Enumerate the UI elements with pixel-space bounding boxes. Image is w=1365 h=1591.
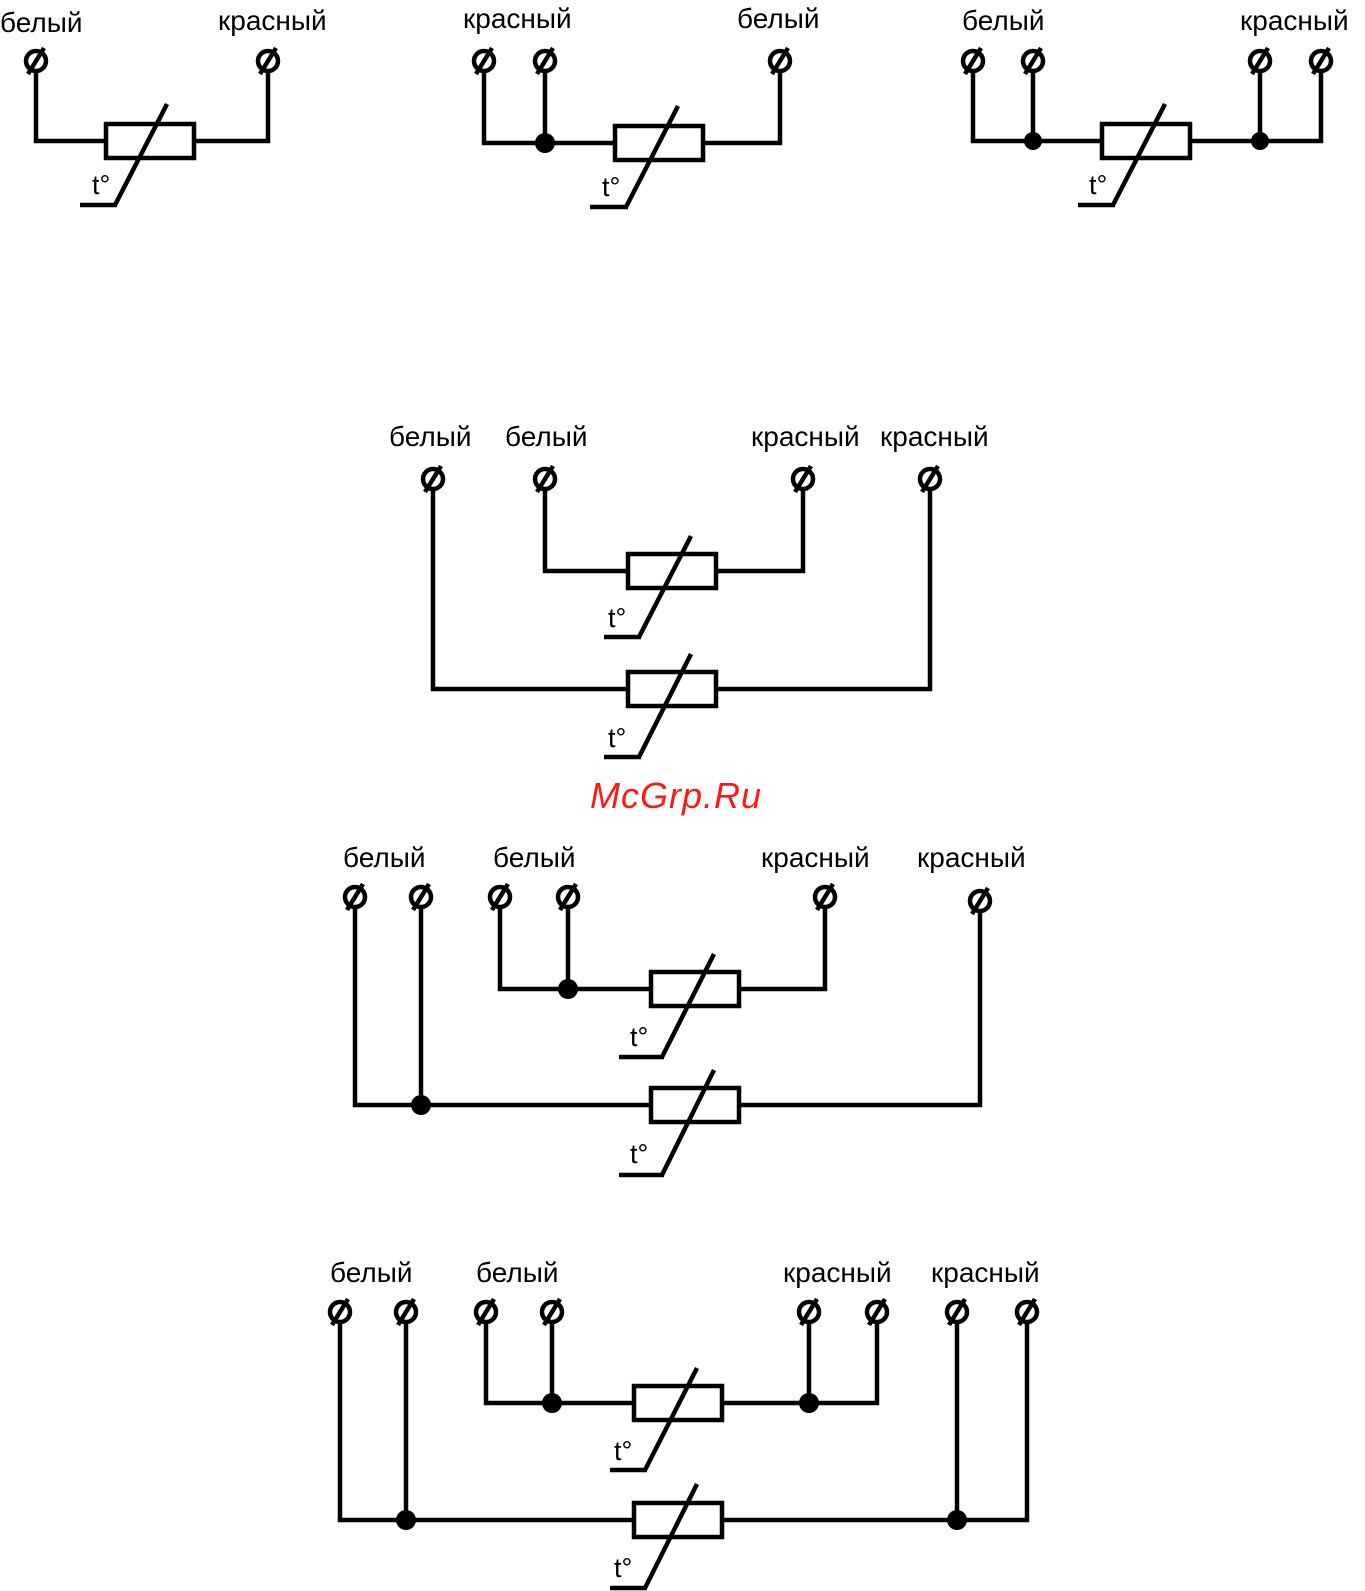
terminal-icon <box>1311 48 1331 74</box>
wire-label-red: красный <box>931 1257 1040 1288</box>
terminal-icon <box>542 1299 562 1325</box>
junction-dot-icon <box>542 1393 562 1413</box>
terminal-icon <box>558 884 578 910</box>
temperature-label: t° <box>1089 170 1107 200</box>
temperature-label: t° <box>602 172 620 202</box>
temperature-label: t° <box>614 1553 632 1583</box>
terminal-icon <box>970 888 990 914</box>
diagram-4-wire: белый красный t° <box>962 5 1349 205</box>
terminal-icon <box>490 884 510 910</box>
temperature-label: t° <box>608 603 626 633</box>
terminal-icon <box>330 1299 350 1325</box>
terminal-icon <box>793 466 813 492</box>
wire-label-white: белый <box>0 7 82 38</box>
temperature-label: t° <box>608 723 626 753</box>
diagram-dual-2-wire: белый белый красный красный t° t° <box>389 421 989 757</box>
diagram-2-wire: белый красный t° <box>0 5 327 205</box>
wire-label-white: белый <box>389 421 471 452</box>
wire-label-red: красный <box>218 5 327 36</box>
junction-dot-icon <box>558 979 578 999</box>
terminal-icon <box>815 884 835 910</box>
terminal-icon <box>1017 1299 1037 1325</box>
temperature-label: t° <box>630 1022 648 1052</box>
terminal-icon <box>867 1299 887 1325</box>
terminal-icon <box>474 48 494 74</box>
junction-dot-icon <box>396 1510 416 1530</box>
wire-label-red: красный <box>783 1257 892 1288</box>
temperature-label: t° <box>614 1436 632 1466</box>
terminal-icon <box>396 1299 416 1325</box>
terminal-icon <box>411 884 431 910</box>
terminal-icon <box>476 1299 496 1325</box>
terminal-icon <box>799 1299 819 1325</box>
wire-label-white: белый <box>737 3 819 34</box>
terminal-icon <box>535 48 555 74</box>
watermark: McGrp.Ru <box>590 775 762 816</box>
junction-dot-icon <box>535 133 555 153</box>
wire-label-white: белый <box>343 842 425 873</box>
wire-label-red: красный <box>463 3 572 34</box>
terminal-icon <box>1023 48 1043 74</box>
terminal-icon <box>345 884 365 910</box>
terminal-icon <box>423 466 443 492</box>
wire-label-red: красный <box>880 421 989 452</box>
terminal-icon <box>770 48 790 74</box>
terminal-icon <box>947 1299 967 1325</box>
diagram-3-wire: красный белый t° <box>463 3 819 207</box>
terminal-icon <box>535 466 555 492</box>
diagram-dual-4-wire: белый белый красный красный t° t° <box>330 1257 1040 1588</box>
junction-dot-icon <box>1024 132 1042 150</box>
terminal-icon <box>920 466 940 492</box>
temperature-label: t° <box>630 1139 648 1169</box>
wire-label-red: красный <box>761 842 870 873</box>
wire-label-white: белый <box>493 842 575 873</box>
wire-label-white: белый <box>962 5 1044 36</box>
junction-dot-icon <box>1251 132 1269 150</box>
wire-label-white: белый <box>505 421 587 452</box>
junction-dot-icon <box>799 1393 819 1413</box>
terminal-icon <box>1250 48 1270 74</box>
wire-label-red: красный <box>1240 5 1349 36</box>
wire-label-white: белый <box>330 1257 412 1288</box>
wire-label-red: красный <box>751 421 860 452</box>
terminal-icon <box>258 48 278 74</box>
wire-label-white: белый <box>476 1257 558 1288</box>
terminal-icon <box>26 48 46 74</box>
temperature-label: t° <box>92 170 110 200</box>
terminal-icon <box>963 48 983 74</box>
diagram-dual-3-wire: белый белый красный красный t° t° <box>343 842 1026 1175</box>
wire-label-red: красный <box>917 842 1026 873</box>
junction-dot-icon <box>947 1510 967 1530</box>
junction-dot-icon <box>411 1095 431 1115</box>
